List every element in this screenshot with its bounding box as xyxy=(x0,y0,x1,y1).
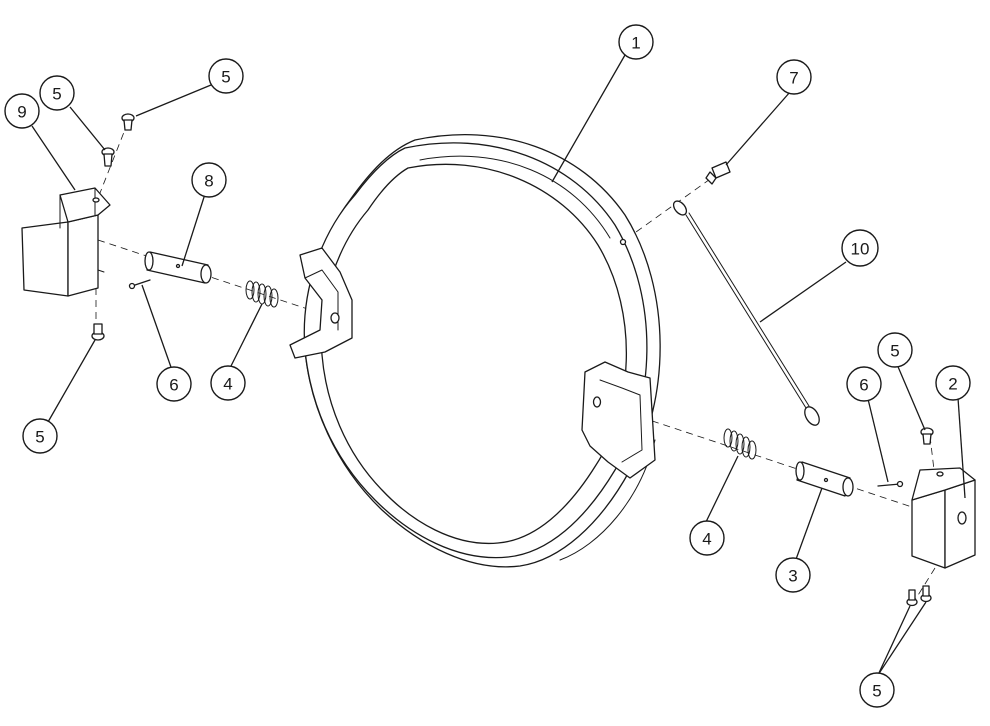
callout-balloons: 1 2 3 4 4 5 5 5 xyxy=(4,24,971,708)
screw-right-bottom-b xyxy=(920,585,932,603)
callout-5-top-right: 5 xyxy=(208,58,244,94)
callout-5-right-label: 5 xyxy=(890,342,899,361)
callout-1-label: 1 xyxy=(631,34,640,53)
callout-5-bottom-right-label: 5 xyxy=(872,682,881,701)
tether-bolt xyxy=(705,161,731,185)
callout-5-top-left: 5 xyxy=(39,75,75,111)
callout-7-label: 7 xyxy=(789,69,798,88)
screw-top-b xyxy=(101,147,115,167)
callout-4-left-label: 4 xyxy=(223,375,232,394)
screw-right-bottom-a xyxy=(906,589,918,607)
callout-9-label: 9 xyxy=(17,103,26,122)
callout-5-bottom-left-label: 5 xyxy=(35,428,44,447)
left-hinge-pin xyxy=(144,251,212,284)
callout-5-bottom-left: 5 xyxy=(22,418,58,454)
callout-5-right: 5 xyxy=(877,332,913,368)
callout-3-label: 3 xyxy=(788,567,797,586)
callout-6-left-label: 6 xyxy=(169,376,178,395)
left-hinge-bracket xyxy=(21,187,111,297)
callout-5-top-right-label: 5 xyxy=(221,68,230,87)
callout-6-left: 6 xyxy=(156,366,192,402)
callout-6-right: 6 xyxy=(846,366,882,402)
right-cotter-pin xyxy=(877,480,904,488)
callout-2: 2 xyxy=(935,365,971,401)
callout-6-right-label: 6 xyxy=(859,376,868,395)
callout-5-top-left-label: 5 xyxy=(52,85,61,104)
leader-lines xyxy=(31,54,966,676)
left-cotter-pin xyxy=(128,279,151,290)
callout-9: 9 xyxy=(4,93,40,129)
right-hinge-bracket xyxy=(911,467,976,569)
callout-10-label: 10 xyxy=(851,240,870,259)
screw-bottom-left xyxy=(91,323,105,341)
callout-8: 8 xyxy=(191,162,227,198)
callout-2-label: 2 xyxy=(948,375,957,394)
right-spring xyxy=(723,428,757,460)
callout-10: 10 xyxy=(841,229,879,267)
callout-3: 3 xyxy=(775,557,811,593)
callout-5-bottom-right: 5 xyxy=(859,672,895,708)
right-hinge-pin xyxy=(795,461,854,497)
callout-4-left: 4 xyxy=(210,365,246,401)
screw-right-top xyxy=(920,427,934,445)
callout-4-right: 4 xyxy=(689,520,725,556)
callout-7: 7 xyxy=(776,59,812,95)
ring-guard xyxy=(289,134,661,568)
callout-1: 1 xyxy=(618,24,654,60)
screw-top-a xyxy=(121,113,135,131)
tether-cable xyxy=(672,200,820,426)
callout-4-right-label: 4 xyxy=(702,530,711,549)
callout-8-label: 8 xyxy=(204,172,213,191)
